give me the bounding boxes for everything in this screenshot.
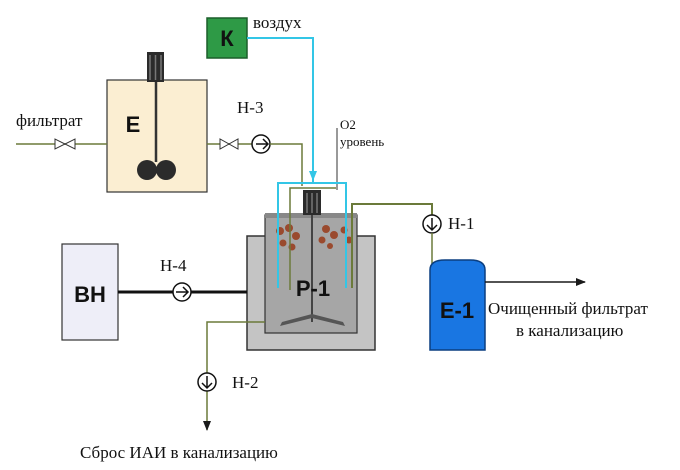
air-label: воздух <box>253 13 302 32</box>
vacuum-label: ВН <box>74 282 106 307</box>
mixer-blade-right <box>156 160 176 180</box>
clean-filtrate-label-2: в канализацию <box>516 321 624 340</box>
air-line <box>247 37 317 181</box>
pump-h3 <box>251 134 271 154</box>
tank-e1-label: Е-1 <box>440 298 474 323</box>
pump-h1-label: Н-1 <box>448 214 474 233</box>
discharge-label: Сброс ИАИ в канализацию <box>80 443 278 462</box>
o2-label: O2 <box>340 117 356 132</box>
filtrate-label: фильтрат <box>16 111 83 130</box>
pump-h3-label: Н-3 <box>237 98 263 117</box>
pump-h4-label: Н-4 <box>160 256 187 275</box>
reactor-label: Р-1 <box>296 276 330 301</box>
outlet-line <box>351 203 433 288</box>
discharge-line <box>203 321 265 431</box>
tank-e1-body <box>429 259 486 351</box>
h3-to-reactor-line <box>270 143 303 186</box>
pump-h2-label: Н-2 <box>232 373 258 392</box>
compressor-label: К <box>220 26 234 51</box>
outlet-frame <box>289 187 336 290</box>
clean-filtrate-label-1: Очищенный фильтрат <box>488 299 648 318</box>
valve-e-outlet <box>219 138 239 150</box>
mixer-blade-left <box>137 160 157 180</box>
valve-inlet <box>54 138 76 150</box>
reactor-stirrer <box>280 314 345 326</box>
pump-h4 <box>172 282 192 302</box>
vacuum-box <box>61 243 119 341</box>
tank-e-label: Е <box>126 112 141 137</box>
level-label: уровень <box>340 134 384 149</box>
pump-h1 <box>422 214 442 234</box>
compressor-box <box>206 17 248 59</box>
pump-h2 <box>197 372 217 392</box>
